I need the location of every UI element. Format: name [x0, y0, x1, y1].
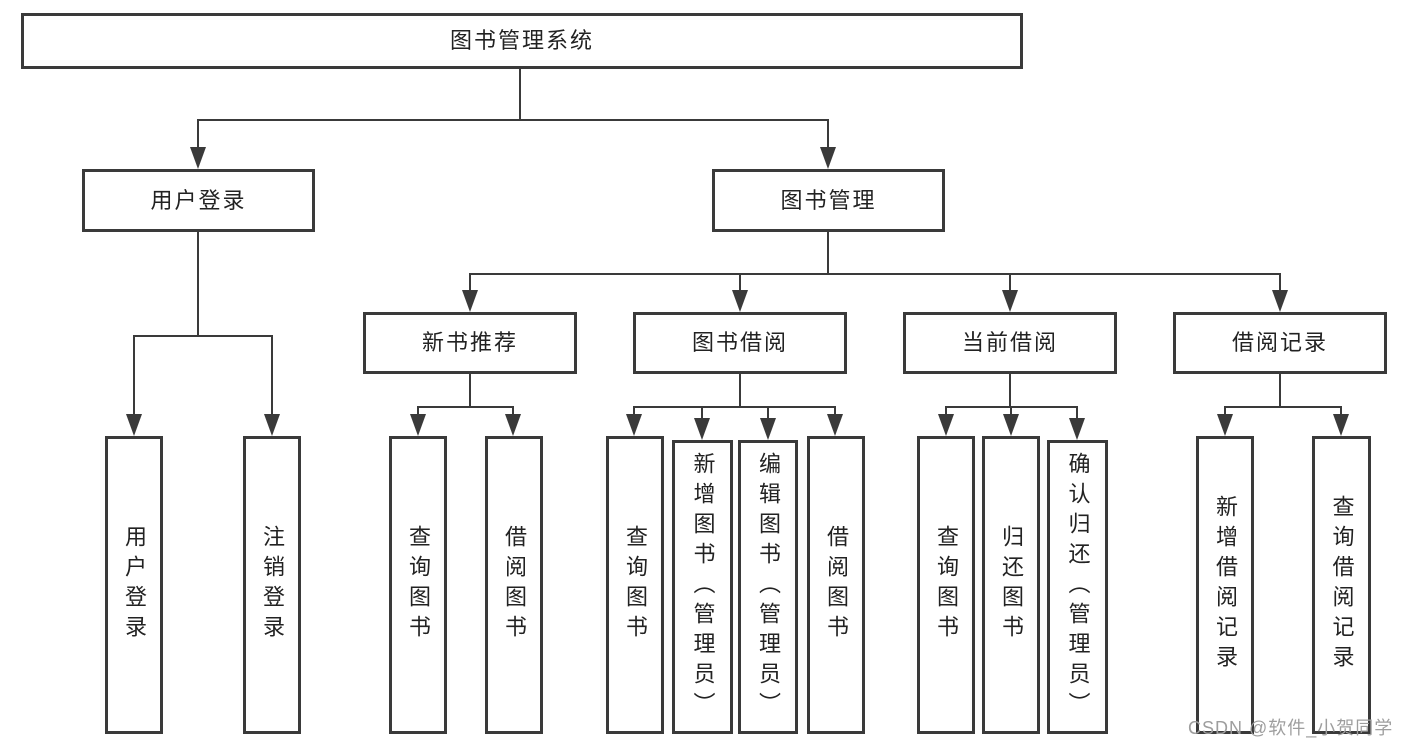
- node-book-borrowing: 图书借阅: [633, 312, 847, 374]
- leaf-label: 借阅图书: [824, 525, 849, 645]
- connector-line: [767, 406, 769, 420]
- connector-line: [1340, 406, 1342, 416]
- connector-line: [633, 406, 836, 408]
- connector-line: [1009, 374, 1011, 408]
- arrow-down-icon: [1333, 414, 1349, 436]
- leaf-edit-book-admin: 编辑图书（管理员）: [738, 440, 798, 734]
- connector-line: [1279, 374, 1281, 408]
- connector-line: [1224, 406, 1342, 408]
- connector-line: [945, 406, 947, 416]
- connector-line: [133, 335, 135, 416]
- leaf-label: 新增借阅记录: [1213, 495, 1238, 675]
- arrow-down-icon: [410, 414, 426, 436]
- connector-line: [739, 273, 741, 292]
- connector-line: [1076, 406, 1078, 420]
- arrow-down-icon: [760, 418, 776, 440]
- leaf-label: 确认归还（管理员）: [1065, 452, 1091, 722]
- arrow-down-icon: [827, 414, 843, 436]
- connector-line: [1279, 273, 1281, 292]
- leaf-label: 查询图书: [623, 525, 648, 645]
- leaf-logout: 注销登录: [243, 436, 301, 734]
- leaf-label: 归还图书: [999, 525, 1024, 645]
- leaf-query-books-recommend: 查询图书: [389, 436, 447, 734]
- node-label: 当前借阅: [961, 330, 1058, 355]
- connector-line: [633, 406, 635, 416]
- node-new-book-recommendation: 新书推荐: [363, 312, 577, 374]
- node-book-management: 图书管理: [712, 169, 945, 232]
- connector-line: [271, 335, 273, 416]
- arrow-down-icon: [1002, 290, 1018, 312]
- connector-line: [827, 232, 829, 275]
- node-current-borrowing: 当前借阅: [903, 312, 1117, 374]
- connector-line: [469, 273, 471, 292]
- leaf-return-books: 归还图书: [982, 436, 1040, 734]
- arrow-down-icon: [264, 414, 280, 436]
- arrow-down-icon: [1003, 414, 1019, 436]
- node-user-login: 用户登录: [82, 169, 315, 232]
- leaf-query-books-borrowing: 查询图书: [606, 436, 664, 734]
- arrow-down-icon: [732, 290, 748, 312]
- arrow-down-icon: [1272, 290, 1288, 312]
- leaf-add-book-admin: 新增图书（管理员）: [672, 440, 733, 734]
- connector-line: [197, 119, 829, 121]
- leaf-label: 借阅图书: [502, 525, 527, 645]
- leaf-add-borrow-record: 新增借阅记录: [1196, 436, 1254, 734]
- leaf-borrow-books-recommend: 借阅图书: [485, 436, 543, 734]
- node-label: 图书管理: [780, 187, 877, 213]
- connector-line: [133, 335, 273, 337]
- arrow-down-icon: [694, 418, 710, 440]
- connector-line: [469, 374, 471, 408]
- connector-line: [1224, 406, 1226, 416]
- connector-line: [469, 273, 1281, 275]
- node-label: 图书借阅: [691, 330, 788, 355]
- leaf-confirm-return-admin: 确认归还（管理员）: [1047, 440, 1108, 734]
- connector-line: [739, 374, 741, 408]
- leaf-query-borrow-record: 查询借阅记录: [1312, 436, 1371, 734]
- connector-line: [1009, 273, 1011, 292]
- leaf-borrow-books-borrowing: 借阅图书: [807, 436, 865, 734]
- arrow-down-icon: [820, 147, 836, 169]
- connector-line: [512, 406, 514, 416]
- leaf-label: 查询借阅记录: [1329, 495, 1355, 675]
- connector-line: [834, 406, 836, 416]
- connector-line: [197, 119, 199, 149]
- leaf-label: 编辑图书（管理员）: [756, 452, 781, 722]
- arrow-down-icon: [1069, 418, 1085, 440]
- node-label: 用户登录: [150, 187, 247, 213]
- leaf-label: 新增图书（管理员）: [690, 452, 716, 722]
- arrow-down-icon: [505, 414, 521, 436]
- connector-line: [197, 232, 199, 337]
- leaf-label: 注销登录: [260, 525, 285, 645]
- leaf-user-login: 用户登录: [105, 436, 163, 734]
- leaf-query-books-current: 查询图书: [917, 436, 975, 734]
- connector-line: [827, 119, 829, 149]
- arrow-down-icon: [462, 290, 478, 312]
- node-borrowing-records: 借阅记录: [1173, 312, 1387, 374]
- connector-line: [519, 66, 521, 121]
- arrow-down-icon: [1217, 414, 1233, 436]
- leaf-label: 查询图书: [934, 525, 959, 645]
- node-label: 图书管理系统: [449, 28, 594, 53]
- arrow-down-icon: [626, 414, 642, 436]
- csdn-watermark: CSDN @软件_小贺同学: [1188, 718, 1394, 738]
- connector-line: [701, 406, 703, 420]
- arrow-down-icon: [126, 414, 142, 436]
- node-label: 借阅记录: [1231, 330, 1328, 355]
- arrow-down-icon: [190, 147, 206, 169]
- leaf-label: 用户登录: [122, 525, 147, 645]
- arrow-down-icon: [938, 414, 954, 436]
- node-label: 新书推荐: [421, 330, 518, 355]
- node-library-management-system: 图书管理系统: [21, 13, 1023, 69]
- leaf-label: 查询图书: [406, 525, 431, 645]
- connector-line: [417, 406, 514, 408]
- connector-line: [417, 406, 419, 416]
- connector-line: [1010, 406, 1012, 416]
